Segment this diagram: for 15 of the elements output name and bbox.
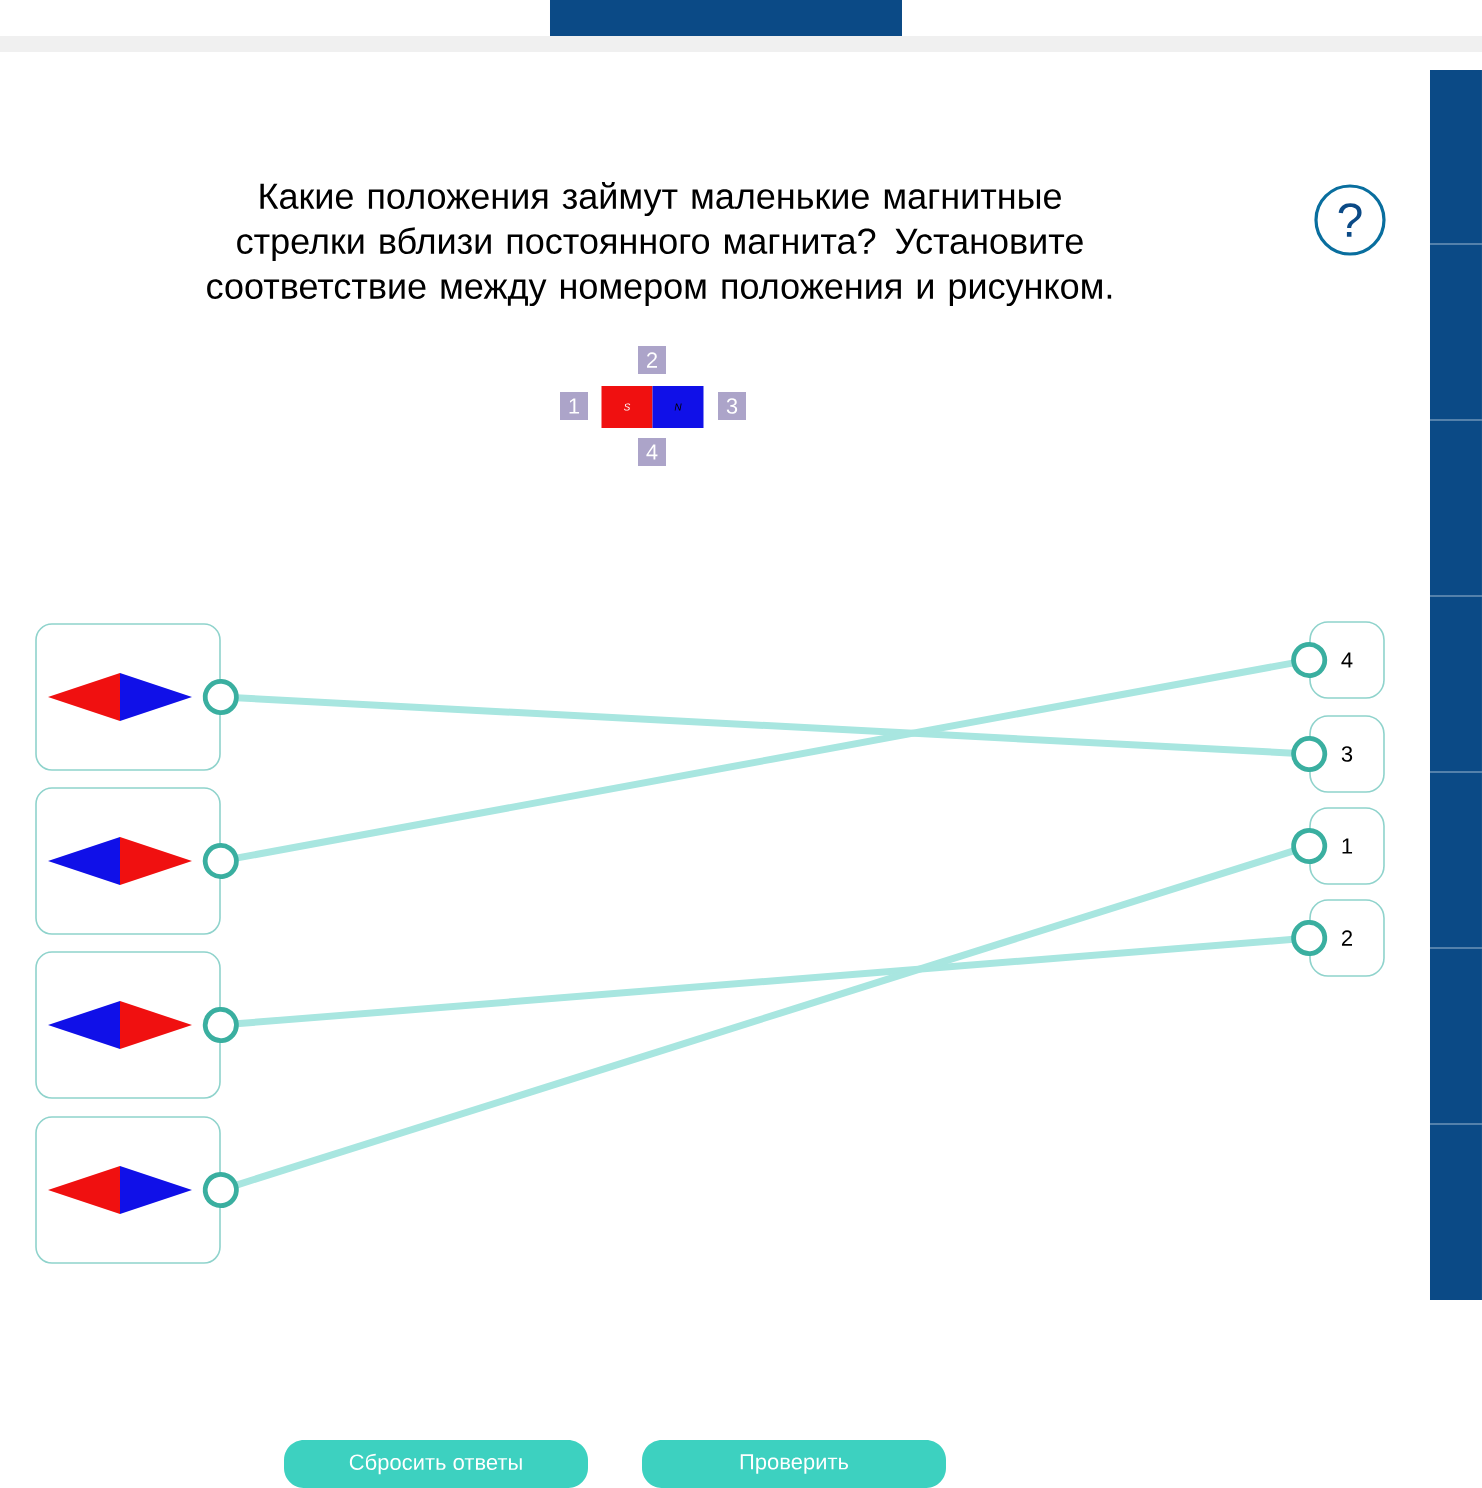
connector-line: [202, 828, 1328, 1208]
number-tag: 3: [718, 392, 746, 420]
number-tag: 1: [560, 392, 588, 420]
check-button: Проверить: [642, 1440, 946, 1488]
reset-button: Сбросить ответы: [284, 1440, 588, 1488]
number-tag: 4: [638, 438, 666, 466]
answer-box: 2: [1309, 899, 1385, 977]
number-tag: 2: [638, 346, 666, 374]
question-text: Какие положения займут маленькие магнитные стрелки вблизи постоянного магнита? Установите соответствие между номером положения и рисунком.: [207, 181, 1112, 307]
connector-line: [202, 920, 1328, 1043]
answer-box: 4: [1309, 621, 1385, 699]
connector-line: [202, 642, 1328, 879]
connector-line: [202, 679, 1328, 772]
answer-box: 1: [1309, 807, 1385, 885]
answer-box: 3: [1309, 715, 1385, 793]
